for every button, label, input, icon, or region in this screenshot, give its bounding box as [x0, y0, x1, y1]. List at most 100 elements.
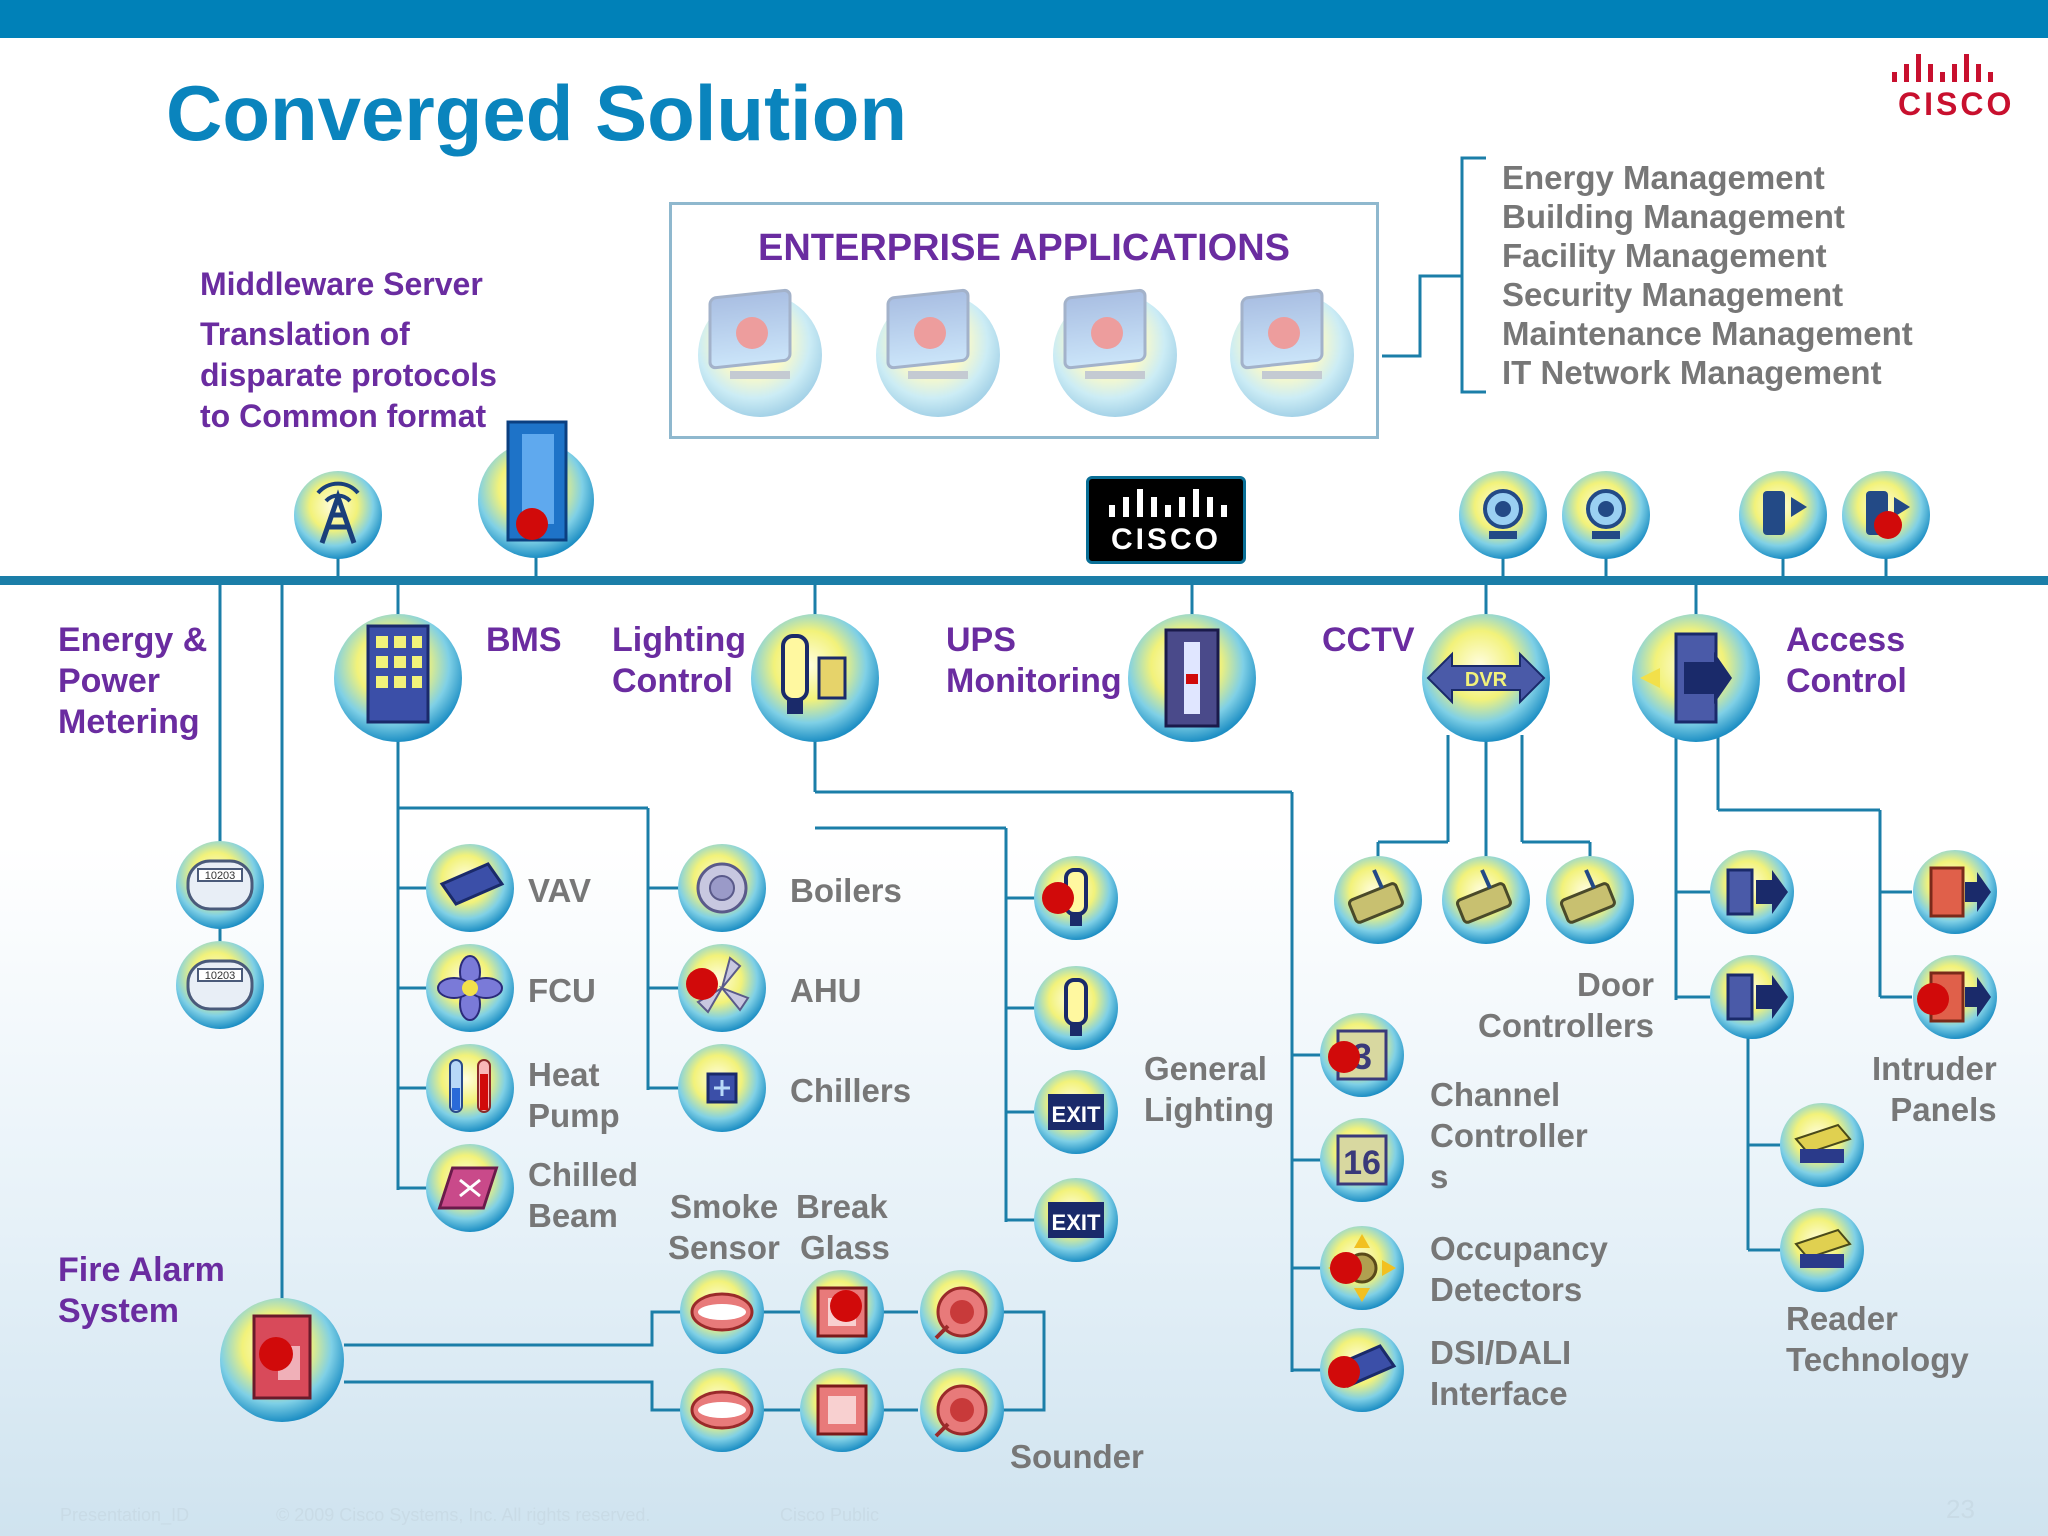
wireless-tower-icon — [294, 471, 382, 559]
meter-reading: 10203 — [205, 970, 236, 982]
reader-technology-label: Reader Technology — [1786, 1300, 1969, 1378]
chiller-icon — [678, 1044, 766, 1132]
intruder-panels-label: Intruder Panels — [1872, 1050, 1997, 1128]
break-label: Break — [796, 1188, 888, 1225]
lighting-control-label: Lighting Control — [612, 621, 747, 700]
ahu-icon — [678, 944, 766, 1032]
middleware-description: Translation of disparate protocols to Co… — [200, 316, 497, 434]
break-glass-icon — [800, 1270, 884, 1354]
management-list: Energy Management Building Management Fa… — [1502, 158, 1913, 392]
channel-controller-icon: 3 — [1320, 1013, 1404, 1097]
chilled-beam-icon — [426, 1144, 514, 1232]
footer-copyright: © 2009 Cisco Systems, Inc. All rights re… — [276, 1505, 651, 1525]
door-controllers-label: Door Controllers — [1478, 966, 1655, 1044]
management-item: Building Management — [1502, 198, 1845, 235]
sensor-label: Sensor — [668, 1229, 780, 1266]
exit-sign-text: EXIT — [1052, 1102, 1101, 1127]
exit-sign-icon: EXIT — [1034, 1178, 1118, 1262]
lighting-control-icon — [751, 614, 879, 742]
fcu-label: FCU — [528, 972, 596, 1009]
cctv-camera-icon — [1546, 856, 1634, 944]
intruder-panel-icon — [1913, 850, 1997, 934]
cisco-router-logo-icon — [1109, 489, 1227, 517]
channel-controller-icon: 16 — [1320, 1118, 1404, 1202]
dali-interface-icon — [1320, 1328, 1404, 1412]
vav-icon — [426, 844, 514, 932]
break-glass-icon — [800, 1368, 884, 1452]
dsi-dali-label: DSI/DALI Interface — [1430, 1334, 1572, 1412]
management-item: Energy Management — [1502, 159, 1825, 196]
channel-count: 3 — [1352, 1036, 1372, 1077]
footer-presentation-id: Presentation_ID — [60, 1505, 190, 1525]
access-control-label: Access Control — [1786, 621, 1907, 700]
cctv-camera-icon — [1334, 856, 1422, 944]
smoke-sensor-icon — [680, 1270, 764, 1354]
sounder-icon — [920, 1368, 1004, 1452]
sounder-label: Sounder — [1010, 1438, 1144, 1475]
vav-label: VAV — [528, 872, 591, 909]
backbone-bus — [0, 576, 2048, 585]
ups-monitoring-label: UPS Monitoring — [946, 621, 1122, 700]
cisco-router-text: CISCO — [1110, 523, 1221, 556]
intruder-panel-icon — [1913, 955, 1997, 1039]
ups-monitoring-icon — [1128, 614, 1256, 742]
card-reader-icon — [1780, 1103, 1864, 1187]
card-reader-icon — [1780, 1208, 1864, 1292]
glass-label: Glass — [800, 1229, 890, 1266]
occupancy-detectors-label: Occupancy Detectors — [1430, 1230, 1608, 1308]
footer-classification: Cisco Public — [780, 1505, 880, 1525]
exit-sign-icon: EXIT — [1034, 1070, 1118, 1154]
fcu-icon — [426, 944, 514, 1032]
lamp-icon — [1034, 966, 1118, 1050]
meter-reading: 10203 — [205, 870, 236, 882]
boiler-icon — [678, 844, 766, 932]
enterprise-applications-box: ENTERPRISE APPLICATIONS — [669, 202, 1379, 439]
ahu-label: AHU — [790, 972, 862, 1009]
connection-lines — [218, 156, 1912, 1412]
middleware-server-label: Middleware Server — [200, 266, 483, 302]
boilers-label: Boilers — [790, 872, 902, 909]
sounder-icon — [920, 1270, 1004, 1354]
lamp-icon — [1034, 856, 1118, 940]
management-item: Security Management — [1502, 276, 1844, 313]
power-meter-icon: 10203 — [176, 941, 264, 1029]
general-lighting-label: General Lighting — [1144, 1050, 1275, 1128]
power-meter-icon: 10203 — [176, 841, 264, 929]
chilled-beam-label: Chilled Beam — [528, 1156, 639, 1234]
channel-count: 16 — [1343, 1144, 1381, 1182]
bms-building-icon — [334, 614, 462, 742]
fire-alarm-label: Fire Alarm System — [58, 1251, 225, 1330]
middleware-server-icon — [478, 420, 594, 558]
cctv-label: CCTV — [1322, 621, 1415, 659]
ip-phone-icon — [1739, 471, 1827, 559]
channel-controllers-label: Channel Controller s — [1430, 1076, 1588, 1195]
door-controller-icon — [1710, 955, 1794, 1039]
dvr-label: DVR — [1465, 669, 1508, 691]
smoke-label: Smoke — [670, 1188, 779, 1225]
heat-pump-label: Heat Pump — [528, 1056, 620, 1134]
chillers-label: Chillers — [790, 1072, 912, 1109]
door-controller-icon — [1710, 850, 1794, 934]
fire-alarm-panel-icon — [220, 1298, 344, 1422]
management-item: IT Network Management — [1502, 354, 1882, 391]
slide-title: Converged Solution — [166, 69, 907, 157]
cisco-logo-icon — [1892, 54, 1993, 82]
exit-sign-text: EXIT — [1052, 1210, 1101, 1235]
dvr-icon: DVR — [1422, 614, 1550, 742]
management-item: Facility Management — [1502, 237, 1827, 274]
energy-metering-label: Energy & Power Metering — [58, 621, 208, 741]
occupancy-detector-icon — [1320, 1226, 1404, 1310]
ip-phone-icon — [1842, 471, 1930, 559]
enterprise-applications-title: ENTERPRISE APPLICATIONS — [757, 227, 1291, 269]
management-item: Maintenance Management — [1502, 315, 1913, 352]
heat-pump-icon — [426, 1044, 514, 1132]
access-control-icon — [1632, 614, 1760, 742]
bms-label: BMS — [486, 621, 562, 659]
top-bar — [0, 0, 2048, 38]
cisco-logo-text: CISCO — [1898, 86, 2015, 122]
cctv-camera-icon — [1442, 856, 1530, 944]
page-number: 23 — [1946, 1494, 1975, 1524]
ip-camera-icon — [1562, 471, 1650, 559]
ip-camera-icon — [1459, 471, 1547, 559]
cisco-router: CISCO — [1086, 476, 1246, 564]
